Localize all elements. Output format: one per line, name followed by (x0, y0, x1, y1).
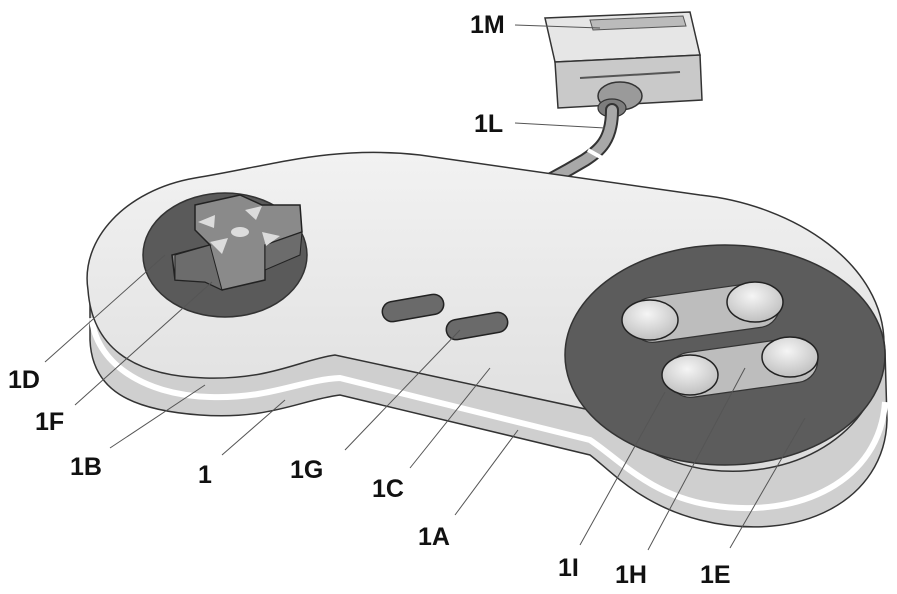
callout-1H: 1H (615, 561, 647, 589)
leader-1H (647, 367, 746, 551)
plug (544, 11, 703, 109)
callout-1C: 1C (372, 475, 404, 503)
leader-1L (514, 122, 606, 129)
cable (513, 81, 643, 202)
callout-1F: 1F (35, 408, 64, 436)
leader-lines (44, 24, 806, 551)
leader-1C (409, 367, 491, 469)
leader-1G (344, 329, 461, 451)
arrow-right-icon (262, 232, 280, 246)
center-buttons (381, 293, 509, 341)
direction-pad (171, 194, 303, 291)
arrow-up-icon (245, 206, 262, 220)
callout-1B: 1B (70, 453, 102, 481)
leader-1A (454, 429, 519, 516)
arrow-down-icon (210, 238, 228, 254)
leader-1B (109, 384, 206, 449)
leader-1 (221, 399, 286, 456)
leader-1D (44, 254, 166, 363)
leader-1E (729, 417, 806, 549)
callout-1A: 1A (418, 523, 450, 551)
arrow-left-icon (198, 215, 215, 228)
callout-1M: 1M (470, 11, 505, 39)
callout-1: 1 (198, 461, 212, 489)
leader-1I (579, 391, 666, 546)
action-button (621, 281, 819, 396)
callout-1E: 1E (700, 561, 731, 589)
callout-labels: 1M 1L 1D 1F 1B 1 1G 1C 1A 1I 1H 1E (8, 11, 731, 589)
callout-1G: 1G (290, 456, 323, 484)
leader-1F (74, 281, 213, 406)
leader-1M (514, 24, 601, 29)
callout-1L: 1L (474, 110, 503, 138)
callout-1I: 1I (558, 554, 579, 582)
callout-1D: 1D (8, 366, 40, 394)
